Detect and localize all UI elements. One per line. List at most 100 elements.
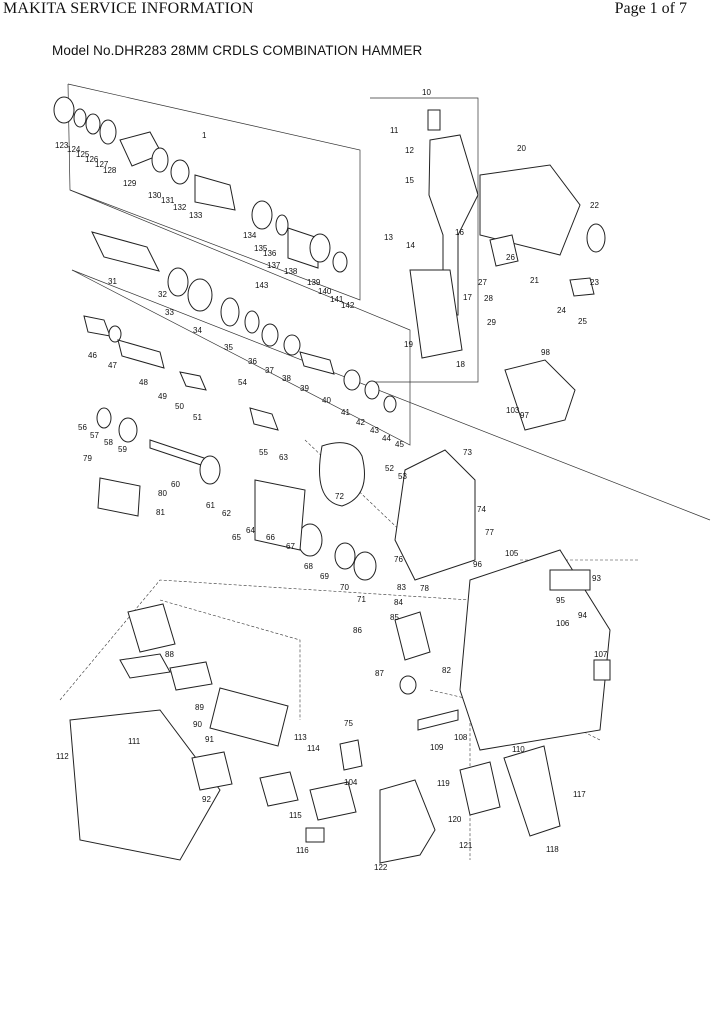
part-callout: 115: [289, 811, 302, 820]
part-callout: 54: [238, 378, 247, 387]
part-callout: 71: [357, 595, 366, 604]
part-callout: 53: [398, 472, 407, 481]
part-callout: 142: [341, 301, 355, 310]
part-callout: 91: [205, 735, 214, 744]
part-callout: 75: [344, 719, 353, 728]
part-callout: 85: [390, 613, 399, 622]
part-callout: 21: [530, 276, 539, 285]
part-callout: 32: [158, 290, 167, 299]
part-callout: 22: [590, 201, 599, 210]
part-callout: 24: [557, 306, 566, 315]
part-callout: 112: [56, 752, 69, 761]
part-callout: 57: [90, 431, 99, 440]
part-callout: 58: [104, 438, 113, 447]
part-callout: 114: [307, 744, 320, 753]
part-callout: 51: [193, 413, 202, 422]
part-callout: 56: [78, 423, 87, 432]
part-callout: 97: [520, 411, 529, 420]
part-callout: 126: [85, 155, 99, 164]
part-callout: 129: [123, 179, 137, 188]
part-callout: 82: [442, 666, 451, 675]
part-callout: 73: [463, 448, 472, 457]
part-callout: 127: [95, 160, 109, 169]
part-callout: 111: [128, 737, 141, 746]
part-callout: 61: [206, 501, 215, 510]
part-callout: 36: [248, 357, 257, 366]
part-callout: 50: [175, 402, 184, 411]
piston-assembly-parts: [83, 297, 397, 431]
part-callout: 62: [222, 509, 231, 518]
part-callout: 80: [158, 489, 167, 498]
part-callout: 133: [189, 211, 203, 220]
part-callout: 49: [158, 392, 167, 401]
part-callout: 108: [454, 733, 468, 742]
part-callout: 76: [394, 555, 403, 564]
part-callout: 135: [254, 244, 268, 253]
part-callout: 72: [335, 492, 344, 501]
part-callout: 96: [473, 560, 482, 569]
part-callout: 19: [404, 340, 413, 349]
part-callout: 11: [390, 126, 399, 135]
part-callout: 10: [422, 88, 431, 97]
part-callout: 139: [307, 278, 321, 287]
part-callout: 110: [512, 745, 525, 754]
part-callout: 134: [243, 231, 257, 240]
part-callout: 132: [173, 203, 187, 212]
part-callout: 123: [55, 141, 69, 150]
part-callout: 42: [356, 418, 365, 427]
part-callout: 38: [282, 374, 291, 383]
part-callout: 84: [394, 598, 403, 607]
part-callout: 124: [67, 145, 81, 154]
part-callout: 121: [459, 841, 473, 850]
part-callout: 94: [578, 611, 587, 620]
part-callout: 28: [484, 294, 493, 303]
part-callout: 81: [156, 508, 165, 517]
part-callout: 39: [300, 384, 309, 393]
callout-labels: 1101112131415161718192021222324252627282…: [55, 88, 608, 872]
part-callout: 25: [578, 317, 587, 326]
part-callout: 16: [455, 228, 464, 237]
part-callout: 20: [517, 144, 526, 153]
part-callout: 27: [478, 278, 487, 287]
part-callout: 1: [202, 131, 207, 140]
part-callout: 69: [320, 572, 329, 581]
part-callout: 93: [592, 574, 601, 583]
part-callout: 31: [108, 277, 117, 286]
part-callout: 95: [556, 596, 565, 605]
part-callout: 128: [103, 166, 117, 175]
part-callout: 88: [165, 650, 174, 659]
housing-handle-parts: [379, 109, 611, 864]
part-callout: 89: [195, 703, 204, 712]
part-callout: 12: [405, 146, 414, 155]
part-callout: 86: [353, 626, 362, 635]
part-callout: 29: [487, 318, 496, 327]
page-indicator: Page 1 of 7: [614, 0, 687, 17]
part-callout: 131: [161, 196, 175, 205]
part-callout: 63: [279, 453, 288, 462]
part-callout: 64: [246, 526, 255, 535]
part-callout: 137: [267, 261, 281, 270]
part-callout: 67: [286, 542, 295, 551]
model-title: Model No.DHR283 28MM CRDLS COMBINATION H…: [52, 43, 423, 58]
part-callout: 52: [385, 464, 394, 473]
part-callout: 136: [263, 249, 277, 258]
part-callout: 118: [546, 845, 559, 854]
part-callout: 43: [370, 426, 379, 435]
part-callout: 47: [108, 361, 117, 370]
part-callout: 143: [255, 281, 269, 290]
part-callout: 14: [406, 241, 415, 250]
part-callout: 15: [405, 176, 414, 185]
part-callout: 60: [171, 480, 180, 489]
part-callout: 117: [573, 790, 586, 799]
part-callout: 17: [463, 293, 472, 302]
part-callout: 105: [505, 549, 519, 558]
part-callout: 107: [594, 650, 608, 659]
part-callout: 34: [193, 326, 202, 335]
part-callout: 120: [448, 815, 462, 824]
part-callout: 78: [420, 584, 429, 593]
part-callout: 87: [375, 669, 384, 678]
part-callout: 26: [506, 253, 515, 262]
part-callout: 35: [224, 343, 233, 352]
part-callout: 104: [344, 778, 358, 787]
